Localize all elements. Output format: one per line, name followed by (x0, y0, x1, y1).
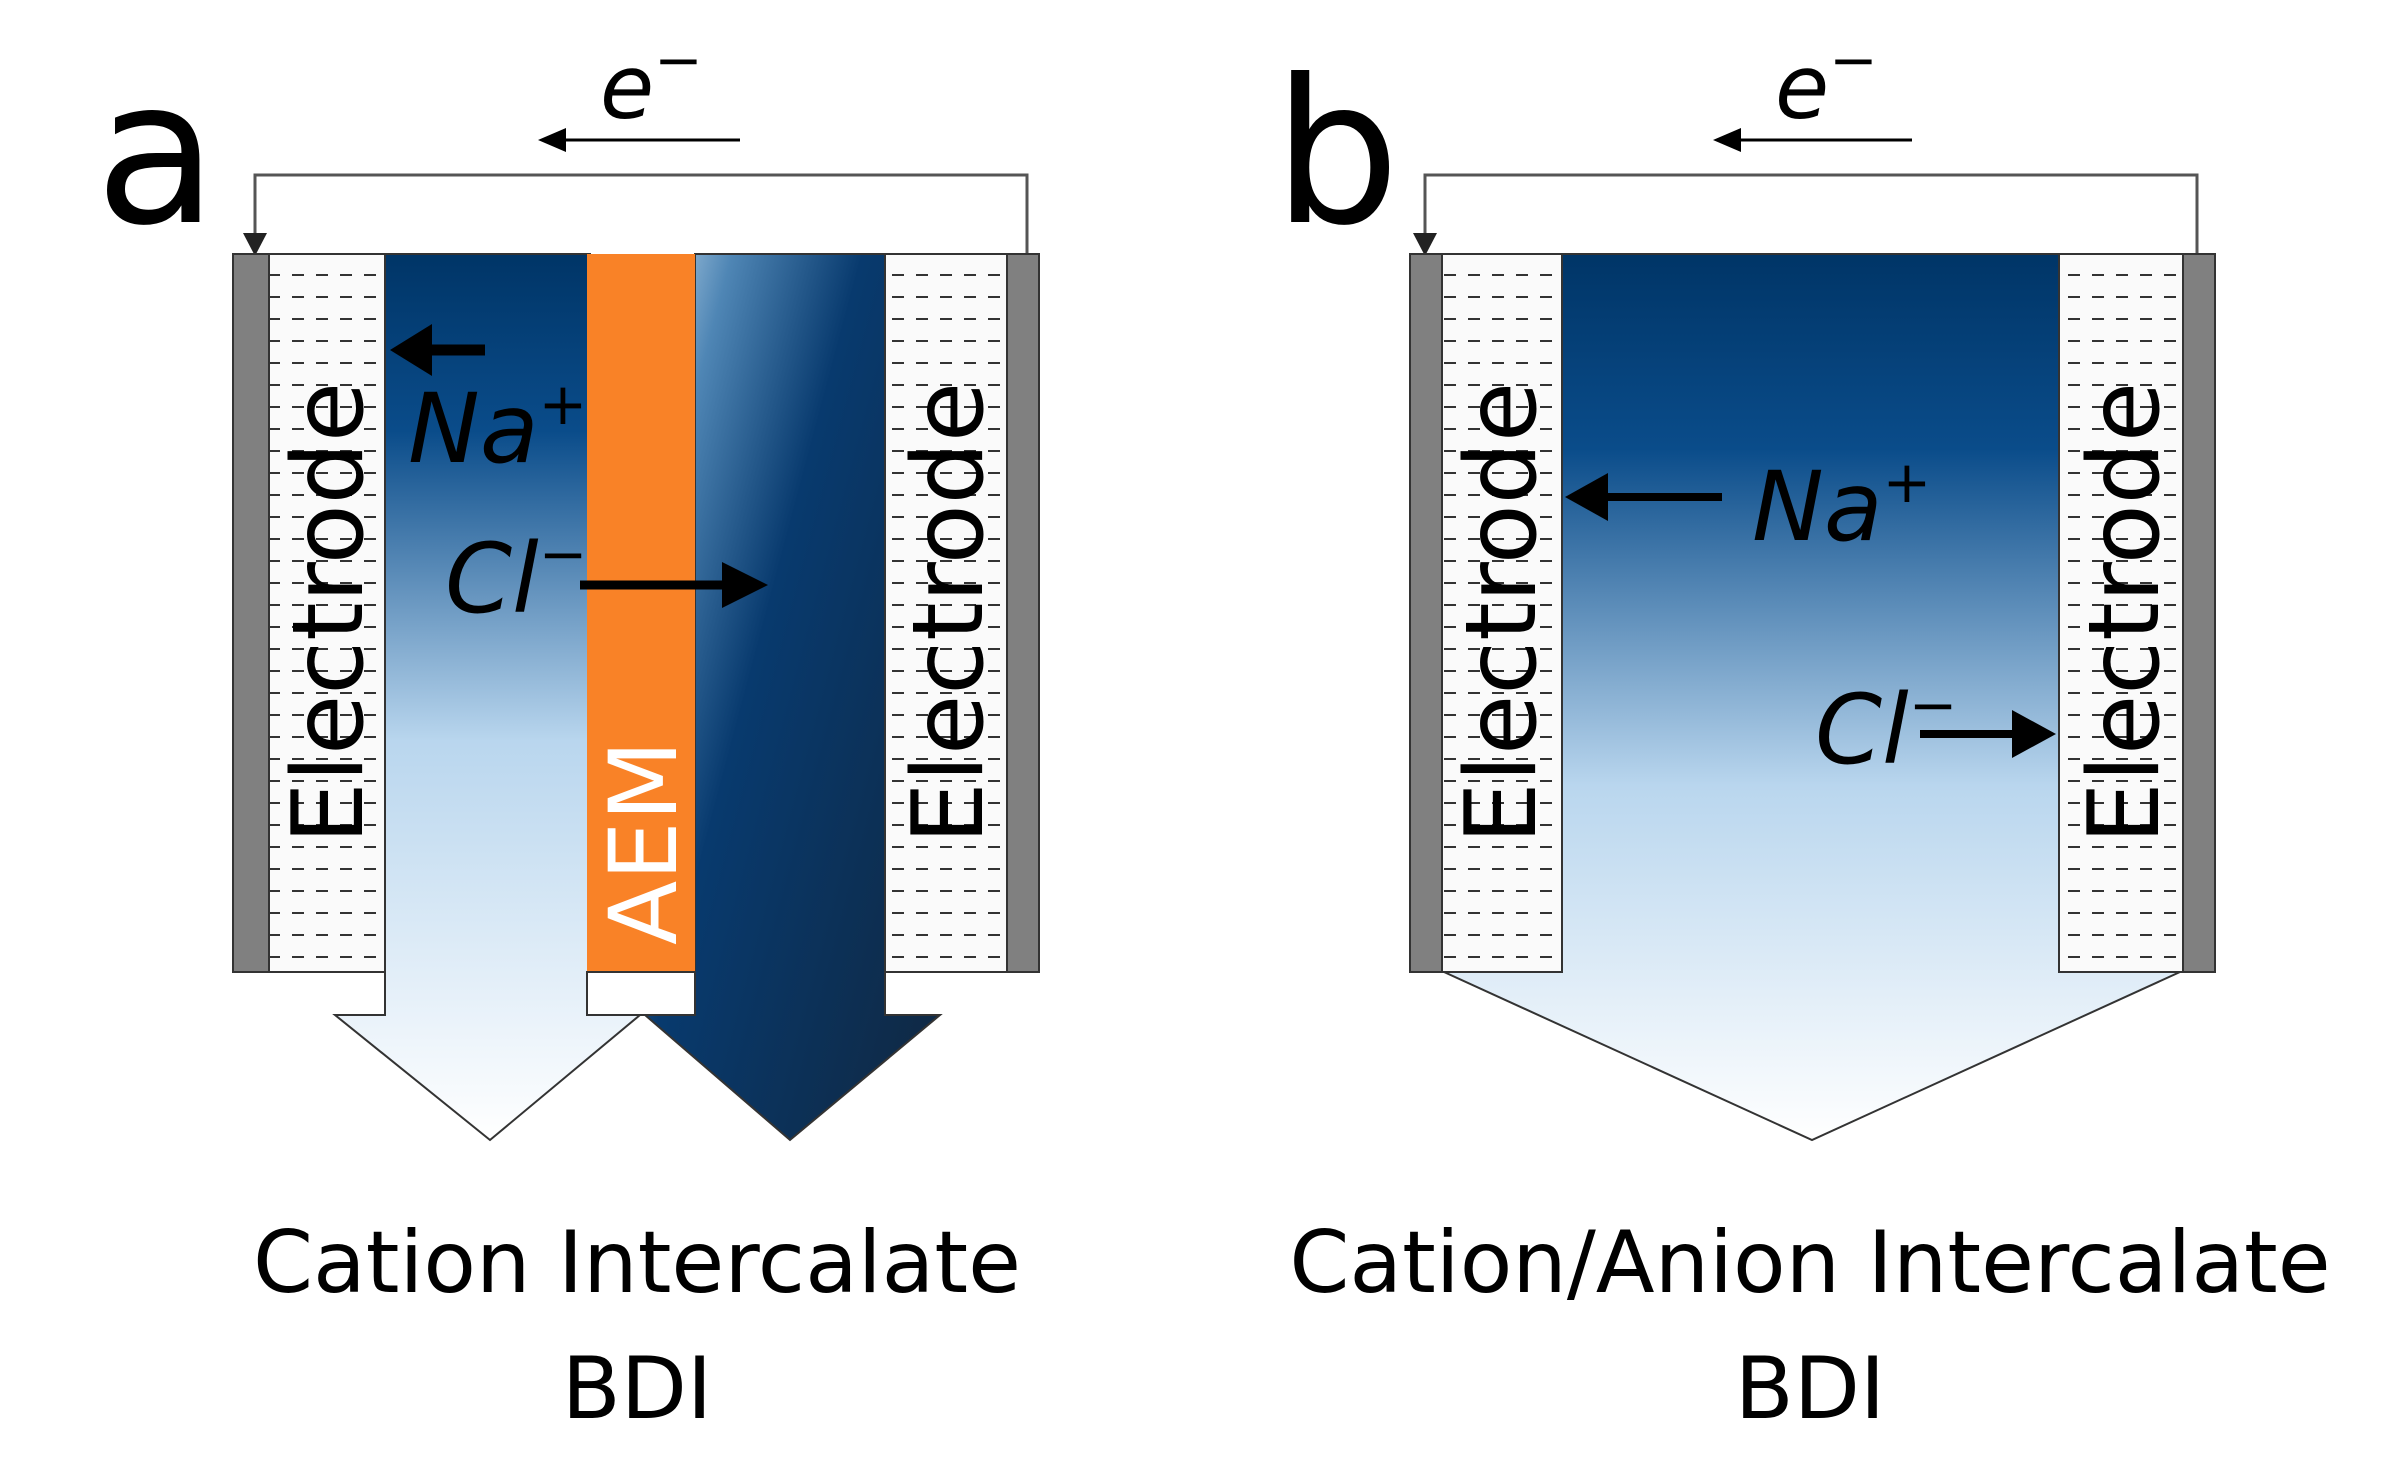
panel-a-left-electrode (268, 253, 386, 973)
panel-a-membrane-label: AEM (590, 740, 699, 945)
panel-b-left-collector (1409, 253, 1443, 973)
panel-b-electron-label: e− (1775, 26, 1878, 139)
panel-b-wire-arrowhead (1413, 233, 1437, 256)
panel-b-caption-line1: Cation/Anion Intercalate (1289, 1213, 2330, 1313)
panel-b-right-collector (2182, 253, 2216, 973)
panel-b-letter: b (1273, 37, 1400, 270)
panel-b-external-circuit (1423, 173, 2199, 255)
panel-a: a e− AEM Electrode Electrode Na+ Cl− Ca (95, 26, 1040, 1439)
panel-a-right-collector (1006, 253, 1040, 973)
panel-a-anion-arrowhead (722, 562, 768, 608)
panel-a-right-electrode (884, 253, 1008, 973)
panel-a-external-circuit (253, 173, 1029, 255)
panel-b-electron-flow-arrowhead (1713, 128, 1741, 152)
panel-b-right-electrode-label: Electrode (2068, 382, 2182, 844)
panel-a-caption-line2: BDI (562, 1339, 713, 1439)
panel-b-anion-label: Cl− (1815, 671, 1957, 786)
panel-a-cation-label: Na+ (408, 370, 587, 485)
panel-a-membrane-base (586, 971, 696, 1016)
panel-b-cation-label: Na+ (1752, 448, 1931, 563)
panel-a-caption-line1: Cation Intercalate (253, 1213, 1021, 1313)
panel-a-anion-label: Cl− (445, 520, 587, 635)
panel-b-left-electrode-label: Electrode (1445, 382, 1559, 844)
panel-a-electron-flow-arrowhead (538, 128, 566, 152)
panel-a-left-electrode-label: Electrode (272, 382, 386, 844)
panel-b-caption-line2: BDI (1735, 1339, 1886, 1439)
panel-a-electron-label: e− (600, 26, 703, 139)
panel-b-right-electrode (2058, 253, 2184, 973)
panel-a-cation-arrowhead (390, 324, 432, 376)
panel-a-right-electrode-label: Electrode (892, 382, 1006, 844)
panel-b-anion-arrowhead (2012, 710, 2056, 758)
panel-b-left-electrode (1441, 253, 1563, 973)
panel-b-cation-arrowhead (1565, 473, 1608, 521)
panel-a-wire-arrowhead (243, 233, 267, 256)
panel-b: b e− Electrode Electrode Na+ Cl− Cation/… (1273, 26, 2331, 1439)
panel-a-letter: a (95, 37, 218, 270)
panel-a-left-collector (232, 253, 270, 973)
panel-a-membrane (587, 254, 695, 972)
